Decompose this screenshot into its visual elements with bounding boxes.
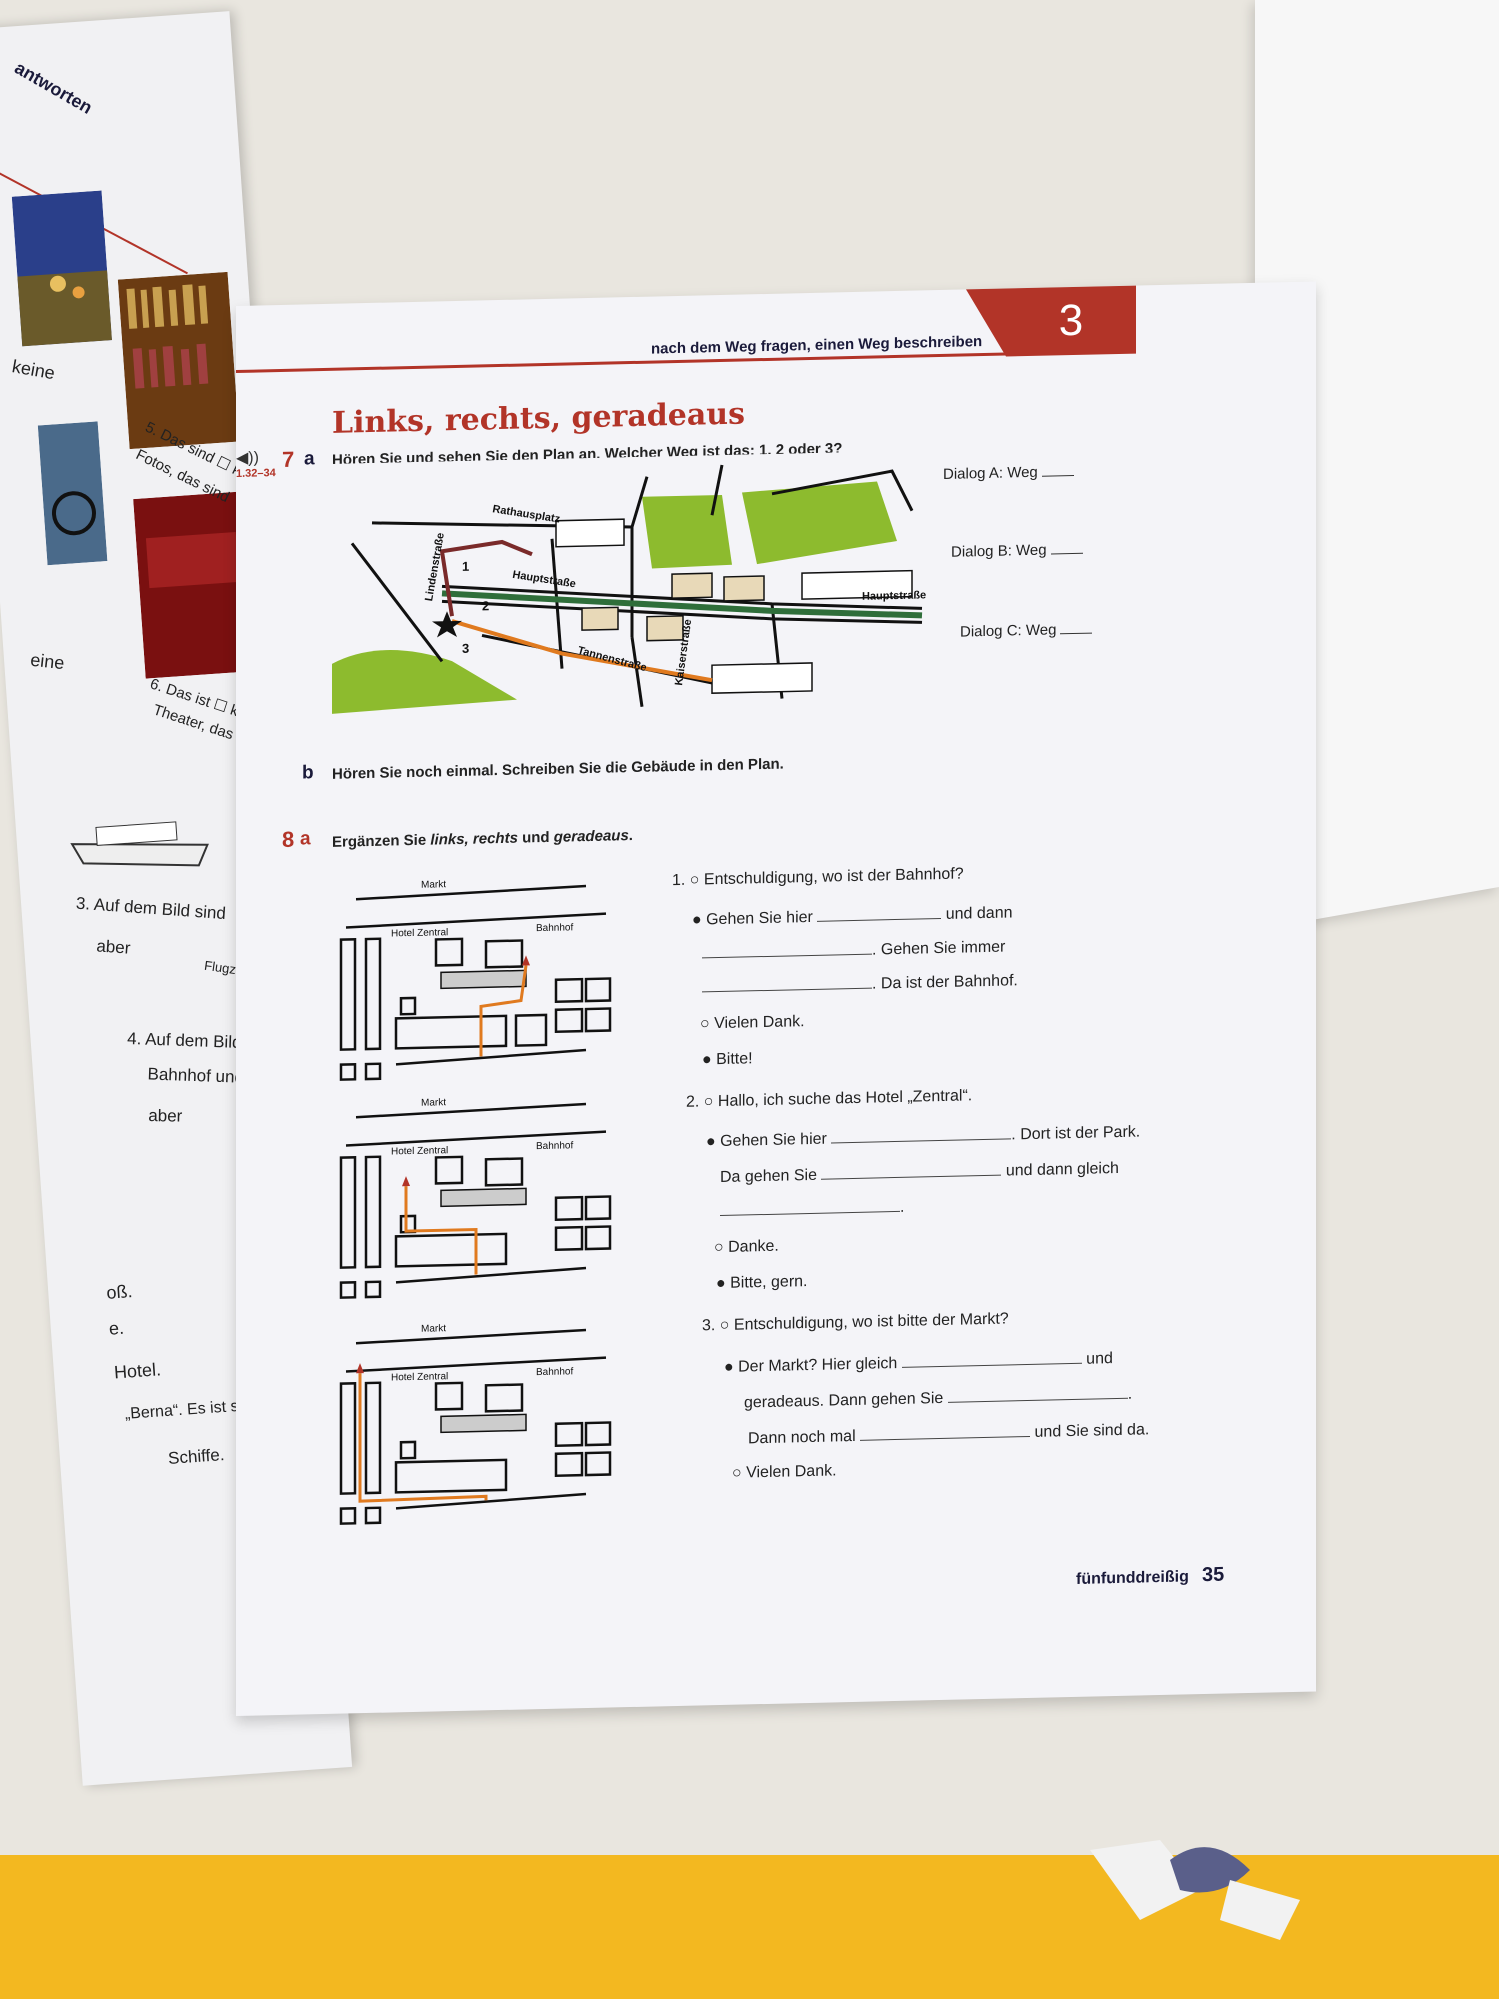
tablecloth-flower-pattern [1090,1840,1300,1940]
town-map: Rathausplatz Lindenstraße Hauptstraße Ha… [332,450,927,726]
dialog2-line6: ● Bitte, gern. [716,1273,808,1293]
dialog1-blank-3[interactable] [702,971,872,993]
route-3-label: 3 [462,641,469,656]
header-rule [236,351,1036,373]
dialog3-blank-1[interactable] [901,1346,1082,1368]
mini-map-2-hotel-label: Hotel Zentral [391,1145,448,1157]
dialog-a-answer: Dialog A: Weg [943,463,1074,483]
audio-track-ref: 1.32–34 [236,467,276,480]
dialog2-line1: 2. ○ Hallo, ich suche das Hotel „Zentral… [686,1087,973,1111]
route-1-label: 1 [462,559,469,574]
mini-map-3-hotel-label: Hotel Zentral [391,1371,448,1383]
dialog2-blank-1[interactable] [831,1122,1012,1144]
page-number-word: fünfunddreißig [1076,1568,1189,1588]
exercise-8a-instruction: Ergänzen Sie links, rechts und geradeaus… [332,826,633,851]
route-2-label: 2 [482,598,489,613]
mini-map-1: Markt Hotel Zentral Bahnhof [339,879,612,1081]
left-text-schiffe: Schiffe. [167,1445,226,1468]
dialog3-line3: geradeaus. Dann gehen Sie . [744,1381,1132,1413]
left-text-item4c: aber [148,1106,183,1126]
left-text-oss: oß. [105,1281,134,1303]
dialog1-line3: . Gehen Sie immer [702,935,1005,964]
mini-map-3-markt-label: Markt [421,1323,446,1335]
dialog1-line1: 1. ○ Entschuldigung, wo ist der Bahnhof? [672,865,964,890]
mini-map-2: Markt Hotel Zentral Bahnhof [339,1097,612,1299]
exercise-7a-letter: a [304,448,315,470]
mini-map-1-bahnhof-label: Bahnhof [536,922,573,934]
audio-speaker-icon: ◀)) [236,449,259,467]
dialog1-line4: . Da ist der Bahnhof. [702,968,1018,997]
bookshelf-photo [117,271,240,450]
exercise-7b-letter: b [302,762,314,784]
city-night-photo [11,190,113,347]
dialog2-line5: ○ Danke. [714,1237,779,1257]
left-text-keine: keine [10,356,57,384]
mini-map-2-bahnhof-label: Bahnhof [536,1140,573,1152]
left-text-item3b: aber [95,936,132,958]
dialog2-blank-2[interactable] [821,1158,1002,1180]
exercise-8a-letter: a [300,828,311,850]
dialog2-line3: Da gehen Sie und dann gleich [720,1158,1119,1187]
dialog2-blank-3[interactable] [720,1194,900,1217]
exercise-7-number: 7 [282,446,295,472]
dialog1-line6: ● Bitte! [702,1050,753,1069]
left-text-eine: eine [29,649,66,674]
dialog3-line2: ● Der Markt? Hier gleich und [724,1346,1113,1377]
label-hauptstrasse-east: Hauptstraße [862,589,926,602]
lesson-title: Links, rechts, geradeaus [332,396,745,441]
theater-photo [133,491,256,679]
dialog1-line5: ○ Vielen Dank. [700,1013,805,1033]
exercise-7b-instruction: Hören Sie noch einmal. Schreiben Sie die… [332,755,784,783]
mini-map-3: Markt Hotel Zentral Bahnhof [339,1323,612,1525]
dialog1-line2: ● Gehen Sie hier und dann [692,900,1012,929]
left-text-item3: 3. Auf dem Bild sind [75,893,227,924]
mini-map-3-bahnhof-label: Bahnhof [536,1366,573,1378]
mini-map-1-markt-label: Markt [421,879,446,891]
left-text-e: e. [108,1317,125,1339]
bicycle-photo [37,421,108,566]
dialog2-line2: ● Gehen Sie hier . Dort ist der Park. [706,1122,1141,1151]
dialog2-line4: . [720,1194,904,1221]
dialog3-line4: Dann noch mal und Sie sind da. [748,1419,1150,1448]
mini-map-2-markt-label: Markt [421,1097,446,1109]
left-text-item4b: Bahnhof und [147,1064,245,1087]
left-page: antworten keine 5. Das sind ☐ kein Fotos… [0,11,353,1786]
dialog3-blank-3[interactable] [860,1419,1031,1441]
page-number: 35 [1202,1563,1225,1587]
mini-map-1-hotel-label: Hotel Zentral [391,927,448,939]
left-page-header: antworten [11,57,96,118]
dialog1-blank-1[interactable] [817,901,942,922]
dialog-c-answer: Dialog C: Weg [960,621,1093,641]
dialog-b-answer: Dialog B: Weg [951,541,1083,561]
dialog3-line5: ○ Vielen Dank. [732,1462,837,1482]
right-page: nach dem Weg fragen, einen Weg beschreib… [236,281,1316,1717]
dialog1-blank-2[interactable] [702,937,872,959]
ship-drawing [70,821,209,867]
exercise-8-number: 8 [282,826,295,852]
dialog3-line1: 3. ○ Entschuldigung, wo ist bitte der Ma… [702,1310,1009,1335]
dialog3-blank-2[interactable] [947,1381,1128,1403]
chapter-tab: 3 [1006,285,1136,357]
left-text-hotel: Hotel. [113,1359,162,1383]
